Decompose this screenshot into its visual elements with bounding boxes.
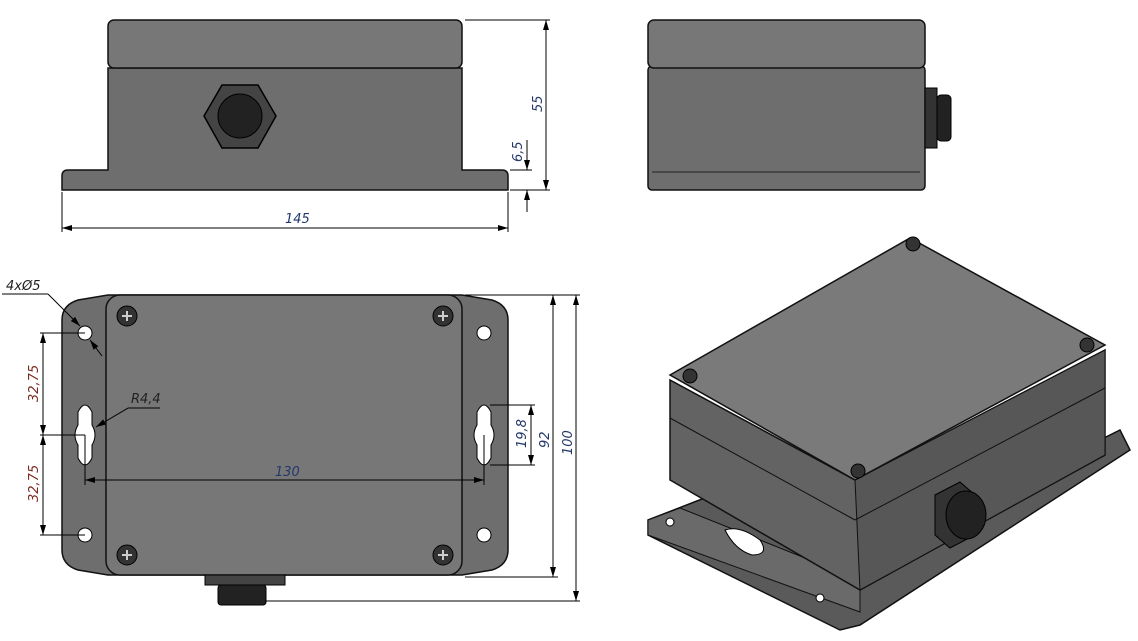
slot-length-label: 19,8 — [515, 419, 530, 448]
width-dimension: 145 — [285, 212, 310, 227]
side-view — [647, 19, 952, 191]
cable-gland-icon — [204, 574, 286, 606]
total-depth-label: 100 — [561, 430, 576, 455]
screw-icons — [682, 236, 1095, 479]
flange-dimension: 6,5 — [511, 141, 526, 162]
front-view: 145 55 6,5 — [61, 19, 550, 232]
radius-label: R4,4 — [131, 392, 161, 407]
holes-label: 4xØ5 — [6, 279, 40, 294]
spacing-upper-label: 32,75 — [27, 365, 42, 402]
height-dimension: 55 — [531, 95, 546, 112]
slot-spacing-label: 130 — [275, 465, 300, 480]
spacing-lower-label: 32,75 — [27, 465, 42, 502]
isometric-view — [647, 236, 1131, 631]
lid-depth-label: 92 — [538, 431, 553, 448]
cable-gland-icon — [934, 481, 987, 549]
cable-gland-icon — [924, 87, 952, 149]
top-view: 4xØ5 R4,4 32,75 32,75 130 19,8 92 100 — [2, 279, 580, 606]
cable-gland-icon — [203, 84, 277, 149]
